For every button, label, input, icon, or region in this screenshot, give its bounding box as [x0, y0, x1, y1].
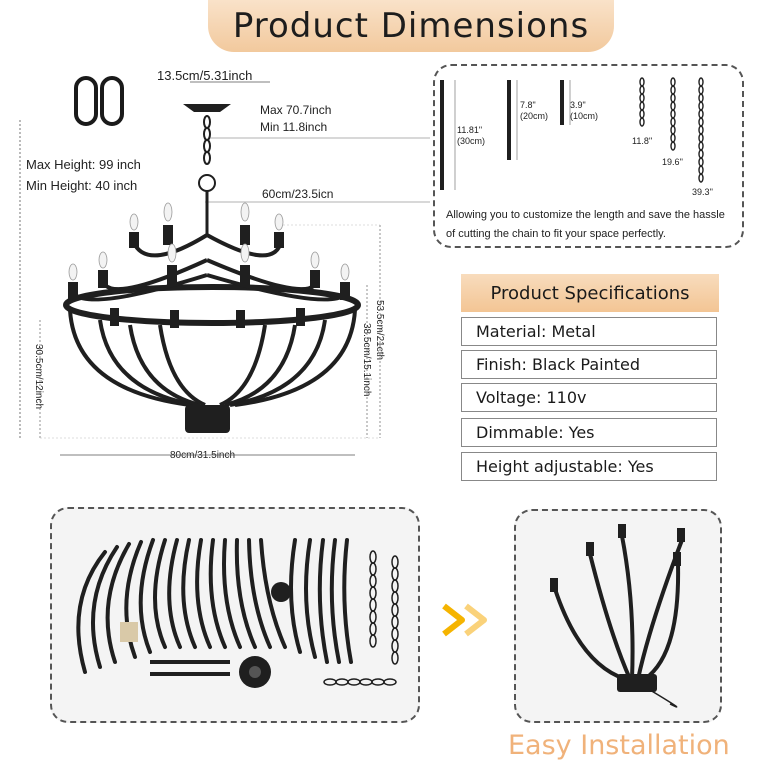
parts-diagram — [76, 538, 399, 688]
rod2-label: 7.8" (20cm) — [520, 100, 549, 121]
title-banner: Product Dimensions — [208, 0, 614, 52]
chain-min-label: Min 11.8inch — [260, 120, 328, 134]
chain1-label: 11.8'' — [632, 136, 653, 146]
assembled-arms-diagram — [550, 524, 685, 708]
rods-caption: Allowing you to customize the length and… — [446, 209, 725, 240]
rod1-label: 11.81" (30cm) — [457, 125, 486, 146]
page-title: Product Dimensions — [232, 6, 590, 46]
chevron-right-icon — [442, 603, 487, 637]
specs-title: Product Specifications — [461, 274, 719, 312]
spec-row-dimmable: Dimmable: Yes — [461, 418, 717, 447]
chain2-label: 19.6'' — [662, 157, 683, 167]
spec-row-voltage: Voltage: 110v — [461, 383, 717, 412]
carabiner-icon — [74, 76, 124, 126]
spec-row-finish: Finish: Black Painted — [461, 350, 717, 379]
top-width-label: 60cm/23.5icn — [262, 187, 334, 201]
max-height-label: Max Height: 99 inch — [26, 157, 141, 172]
rod3-label: 3.9" (10cm) — [570, 100, 599, 121]
rods-chains-panel — [433, 64, 744, 248]
spec-row-height-adjustable: Height adjustable: Yes — [461, 452, 717, 481]
canopy-dimension-label: 13.5cm/5.31inch — [157, 68, 253, 83]
rods-diagram — [440, 77, 704, 190]
spec-row-material: Material: Metal — [461, 317, 717, 346]
min-height-label: Min Height: 40 inch — [26, 178, 138, 193]
easy-installation-label: Easy Installation — [508, 730, 730, 761]
chain-max-label: Max 70.7inch — [260, 103, 332, 117]
chandelier-diagram — [19, 81, 430, 456]
overall-width-label: 80cm/31.5inch — [170, 450, 236, 461]
chain3-label: 39.3'' — [692, 187, 713, 197]
